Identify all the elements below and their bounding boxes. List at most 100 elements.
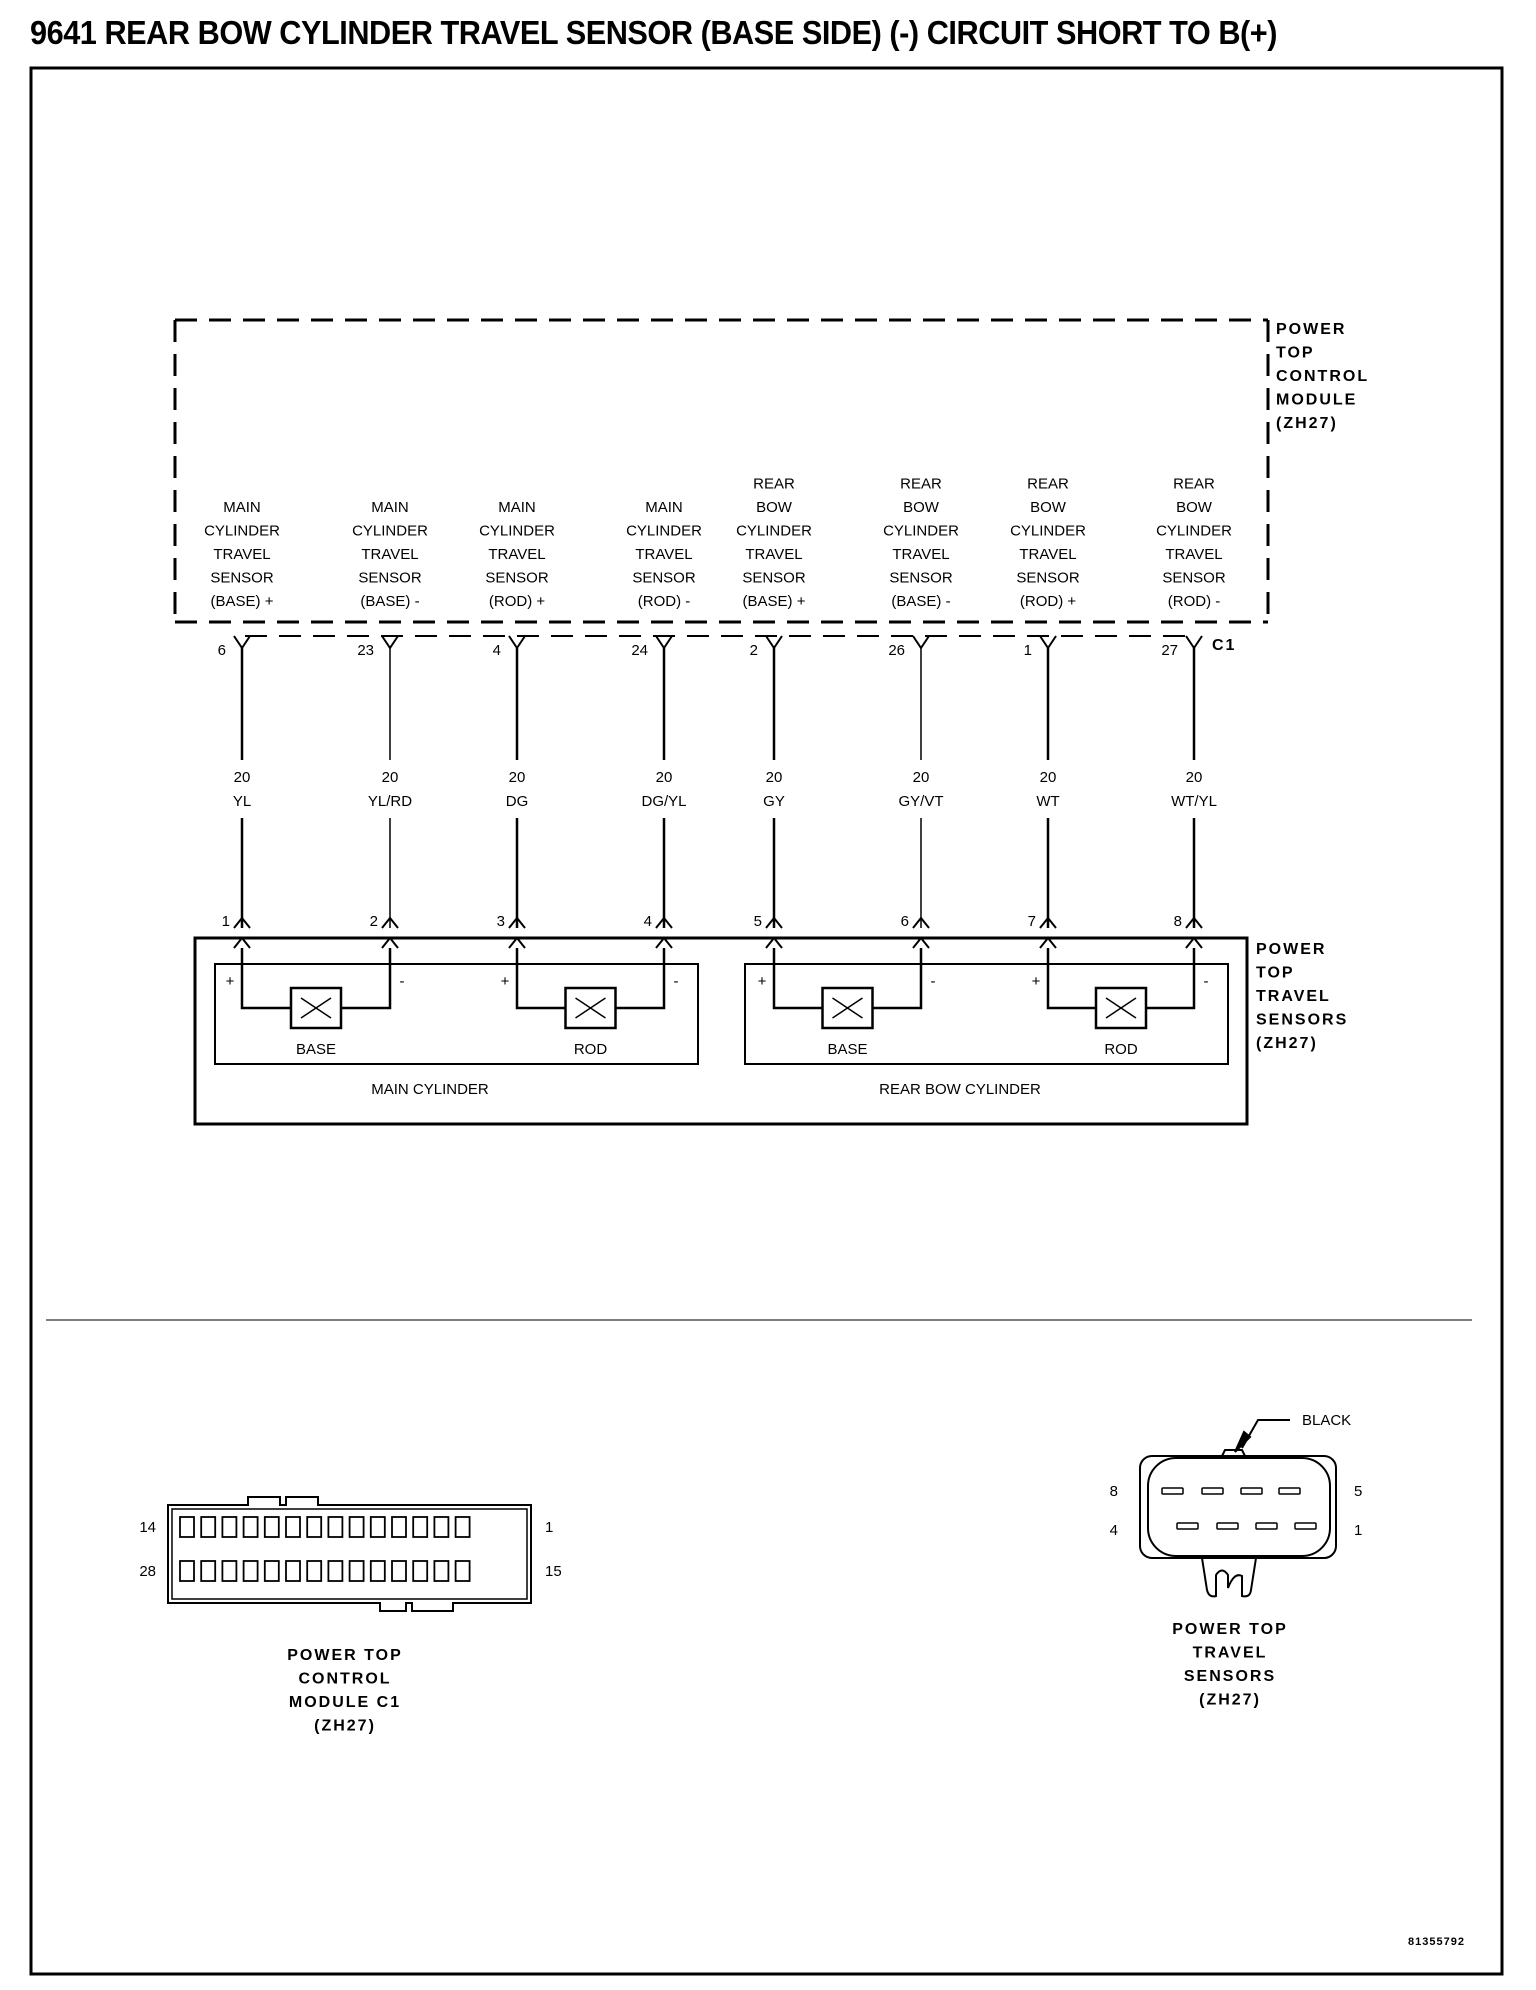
circuit-function-label: MAIN (645, 499, 683, 516)
connector-cavity (391, 1560, 407, 1582)
circuit-function-label: CYLINDER (479, 523, 555, 540)
circuit-function-label: SENSOR (485, 570, 549, 587)
sensor-pin-number: 8 (1174, 913, 1182, 930)
module-pin-number: 27 (1161, 642, 1178, 659)
connector-caption: POWER TOP (1172, 1621, 1288, 1638)
callout-arrow-icon (1234, 1430, 1252, 1453)
connector-cavity (348, 1560, 365, 1582)
sensor-connector-pin (1176, 1522, 1199, 1530)
connector-c1-label: C1 (1212, 637, 1236, 654)
sensor-element-label: ROD (1104, 1041, 1138, 1058)
connector-outline (1139, 1455, 1337, 1559)
connector-caption: SENSORS (1184, 1668, 1276, 1685)
wire-color: WT/YL (1171, 793, 1217, 810)
circuit-function-label: TRAVEL (745, 546, 802, 563)
circuit-function-label: TRAVEL (213, 546, 270, 563)
sensors-name-line: TRAVEL (1256, 988, 1331, 1005)
connector-cavity (221, 1560, 238, 1582)
sensor-pin-number: 3 (497, 913, 505, 930)
module-terminal-icon (912, 635, 930, 650)
sensor-pin-number: 1 (222, 913, 230, 930)
module-name-line: POWER (1276, 321, 1346, 338)
sensor-wire (1146, 948, 1196, 1010)
sensor-terminal-icon (1185, 916, 1203, 929)
wire-gauge: 20 (913, 769, 930, 786)
sensor-pin-number: 7 (1028, 913, 1036, 930)
circuit-function-label: BOW (903, 499, 940, 516)
circuit-function-label: SENSOR (632, 570, 696, 587)
cylinder-box (214, 963, 699, 1065)
sensor-terminal-icon (912, 936, 930, 949)
sensor-terminal-icon (233, 916, 251, 929)
connector-latch (1201, 1557, 1257, 1598)
connector-caption: MODULE C1 (289, 1694, 401, 1711)
sensor-connector-pin (1161, 1487, 1184, 1495)
circuit-function-label: TRAVEL (488, 546, 545, 563)
connector-cavity (263, 1560, 280, 1582)
sensor-terminal-icon (1039, 936, 1057, 949)
connector-caption: CONTROL (298, 1671, 391, 1688)
module-name-line: TOP (1276, 345, 1315, 362)
circuit-function-label: (BASE) - (360, 593, 419, 610)
sensor-element-label: ROD (574, 1041, 608, 1058)
sensor-wire (240, 948, 291, 1010)
connector-cavity (369, 1560, 386, 1582)
connector-cavity (306, 1560, 323, 1582)
connector-caption: (ZH27) (314, 1718, 376, 1735)
module-name-line: MODULE (1276, 392, 1357, 409)
pin-label: 8 (1110, 1483, 1118, 1500)
sensor-element-icon (289, 986, 343, 1030)
wire-color: GY (763, 793, 785, 810)
connector-cavity (454, 1560, 471, 1582)
connector-cavity (433, 1516, 450, 1538)
sensor-pin-number: 6 (901, 913, 909, 930)
sensor-wire (341, 948, 392, 1010)
sensor-connector-pin (1255, 1522, 1278, 1530)
connector-cavity (348, 1516, 365, 1538)
callout-line (1241, 1419, 1290, 1449)
connector-cavity (263, 1516, 280, 1538)
sensor-wire (1046, 948, 1096, 1010)
sensor-terminal-icon (508, 916, 526, 929)
pin-label: 28 (139, 1563, 156, 1580)
circuit-function-label: (BASE) + (743, 593, 806, 610)
module-terminal-icon (233, 635, 251, 650)
connector-caption: POWER TOP (287, 1647, 403, 1664)
module-terminal-icon (1185, 635, 1203, 650)
circuit-function-label: CYLINDER (883, 523, 959, 540)
circuit-function-label: TRAVEL (361, 546, 418, 563)
circuit-function-label: (BASE) + (211, 593, 274, 610)
circuit-function-label: CYLINDER (736, 523, 812, 540)
cylinder-label: REAR BOW CYLINDER (879, 1081, 1041, 1098)
sensor-element-label: BASE (827, 1041, 867, 1058)
circuit-function-label: SENSOR (358, 570, 422, 587)
circuit-function-label: CYLINDER (1010, 523, 1086, 540)
circuit-function-label: (ROD) + (489, 593, 545, 610)
pin-label: 15 (545, 1563, 562, 1580)
connector-cavity (242, 1516, 259, 1538)
connector-cavity (433, 1560, 450, 1582)
circuit-function-label: CYLINDER (1156, 523, 1232, 540)
sensor-terminal-icon (1039, 916, 1057, 929)
circuit-function-label: REAR (753, 476, 795, 493)
circuit-function-label: SENSOR (889, 570, 953, 587)
connector-cavity (306, 1516, 323, 1538)
circuit-function-label: BOW (1030, 499, 1067, 516)
polarity-sign: - (400, 973, 405, 990)
wire-color: DG (506, 793, 529, 810)
connector-cavity (242, 1560, 259, 1582)
circuit-function-label: (ROD) - (638, 593, 691, 610)
wire-gauge: 20 (382, 769, 399, 786)
connector-cavity (285, 1560, 301, 1582)
connector-cavity (179, 1560, 195, 1582)
circuit-function-label: BOW (756, 499, 793, 516)
sensor-terminal-icon (233, 936, 251, 949)
sensor-terminal-icon (381, 936, 399, 949)
polarity-sign: - (1204, 973, 1209, 990)
sensor-wire (872, 948, 923, 1010)
wire-gauge: 20 (766, 769, 783, 786)
